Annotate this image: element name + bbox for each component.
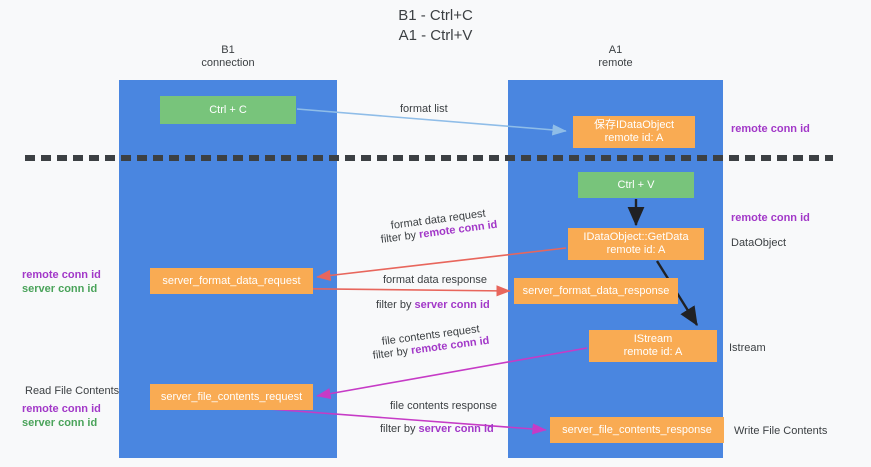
edge-label-file-contents-response: file contents response — [390, 400, 498, 412]
column-left-sub: connection — [201, 57, 255, 69]
node-sfcreq-label: server_file_contents_request — [160, 390, 303, 403]
edge-label-format-list: format list — [400, 103, 448, 115]
node-ctrl-v-label: Ctrl + V — [617, 178, 655, 191]
node-idataobject-line2: remote id: A — [604, 132, 664, 144]
side-label-remote-conn-id-top: remote conn id — [731, 123, 810, 135]
node-idataobject[interactable]: 保存IDataObject remote id: A — [573, 116, 695, 148]
title-line-1: B1 - Ctrl+C — [398, 7, 473, 24]
node-getdata-line1: IDataObject::GetData — [583, 231, 689, 243]
side-label-read-file-contents: Read File Contents — [25, 385, 120, 397]
node-istream[interactable]: IStream remote id: A — [589, 330, 717, 362]
column-right-sub: remote — [598, 57, 633, 69]
side-label-istream: Istream — [729, 342, 766, 354]
node-idataobject-line1: 保存IDataObject — [593, 119, 675, 131]
node-sfcres-label: server_file_contents_response — [562, 423, 712, 436]
node-istream-line1: IStream — [633, 333, 673, 345]
column-right-name: A1 — [608, 44, 623, 56]
side-label-remote-conn-id-left-2: remote conn id — [22, 403, 101, 415]
side-label-server-conn-id-left-1: server conn id — [22, 283, 98, 295]
node-idataobject-getdata[interactable]: IDataObject::GetData remote id: A — [568, 228, 704, 260]
node-sfdreq-label: server_format_data_request — [162, 274, 301, 287]
node-server-format-data-request[interactable]: server_format_data_request — [150, 268, 313, 294]
section-divider — [25, 155, 833, 161]
column-left-name: B1 — [221, 44, 235, 56]
node-ctrl-v[interactable]: Ctrl + V — [578, 172, 694, 198]
edge-label-file-contents-response-filter: filter by server conn id — [380, 423, 494, 435]
node-getdata-line2: remote id: A — [606, 244, 666, 256]
edge-label-format-data-response-filter: filter by server conn id — [376, 299, 490, 311]
node-ctrl-c[interactable]: Ctrl + C — [160, 96, 296, 124]
page-title: B1 - Ctrl+C A1 - Ctrl+V — [0, 6, 871, 46]
node-ctrl-c-label: Ctrl + C — [209, 103, 247, 116]
node-istream-line2: remote id: A — [623, 346, 683, 358]
title-line-2: A1 - Ctrl+V — [398, 27, 473, 44]
node-server-file-contents-response[interactable]: server_file_contents_response — [550, 417, 724, 443]
column-header-left: B1 connection — [119, 44, 337, 70]
node-server-format-data-response[interactable]: server_format_data_response — [514, 278, 678, 304]
node-sfdres-label: server_format_data_response — [522, 284, 670, 297]
side-label-server-conn-id-left-2: server conn id — [22, 417, 98, 429]
side-label-conn-ids-format: remote conn id server conn id — [22, 268, 101, 296]
node-server-file-contents-request[interactable]: server_file_contents_request — [150, 384, 313, 410]
side-label-conn-ids-file: remote conn id server conn id — [22, 402, 101, 430]
column-header-right: A1 remote — [508, 44, 723, 70]
edge-label-format-data-response: format data response — [383, 274, 487, 286]
side-label-remote-conn-id-mid: remote conn id — [731, 212, 810, 224]
side-label-write-file-contents: Write File Contents — [734, 425, 828, 437]
side-label-remote-conn-id-left-1: remote conn id — [22, 269, 101, 281]
side-label-dataobject: DataObject — [731, 237, 787, 249]
